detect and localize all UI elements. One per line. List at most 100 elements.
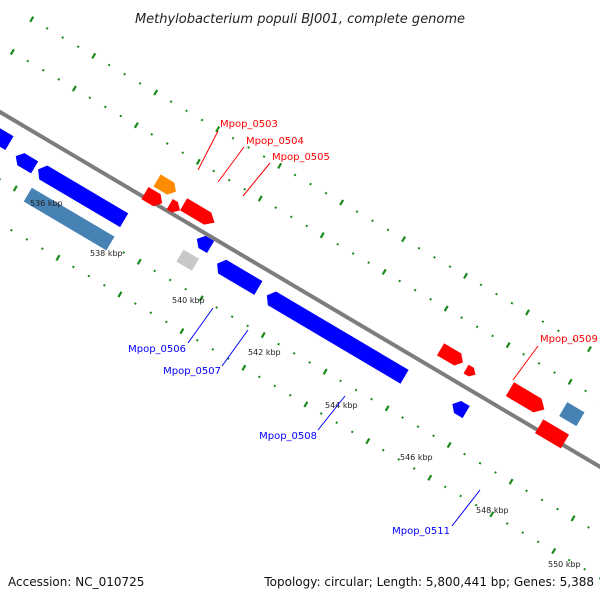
tick-label: 544 kbp bbox=[325, 401, 358, 410]
tick-dot bbox=[289, 215, 293, 219]
tick-dot bbox=[288, 393, 292, 397]
tick-dot bbox=[273, 384, 277, 388]
tick-dot bbox=[540, 498, 544, 502]
tick-dot bbox=[412, 467, 416, 470]
tick-dot bbox=[87, 274, 91, 278]
tick-dot bbox=[277, 162, 283, 169]
gene-arrow bbox=[15, 153, 39, 174]
tick-dot bbox=[598, 577, 600, 580]
tick-dot bbox=[417, 246, 421, 250]
gene-label-leader-line bbox=[512, 345, 539, 381]
gene-mpop-0504b bbox=[166, 199, 181, 213]
tick-dot bbox=[319, 232, 325, 239]
tick-dot bbox=[305, 224, 309, 228]
tick-dot bbox=[179, 327, 185, 335]
gene-mpop-0511 bbox=[452, 400, 470, 419]
gene-label-mpop-0505: Mpop_0505 bbox=[272, 152, 330, 163]
tick-dot bbox=[185, 109, 188, 113]
tick-dot bbox=[231, 136, 235, 140]
tick-dot bbox=[247, 146, 250, 149]
tick-dot bbox=[293, 173, 297, 177]
tick-dot bbox=[319, 412, 323, 415]
tick-label: 540 kbp bbox=[172, 296, 205, 305]
tick-dot bbox=[556, 507, 559, 511]
tick-dot bbox=[567, 558, 571, 562]
tick-dot bbox=[371, 219, 374, 223]
gene-arrow bbox=[196, 235, 215, 254]
tick-dot bbox=[211, 348, 215, 351]
tick-dot bbox=[274, 206, 278, 210]
tick-dot bbox=[102, 283, 106, 287]
tick-dot bbox=[494, 471, 497, 474]
tick-dot bbox=[433, 256, 436, 259]
tick-dot bbox=[150, 132, 154, 136]
tick-dot bbox=[478, 461, 482, 465]
tick-dot bbox=[367, 261, 371, 265]
tick-dot bbox=[25, 238, 29, 241]
tick-dot bbox=[370, 397, 373, 401]
tick-dot bbox=[168, 278, 172, 282]
gene-label-leader-line bbox=[221, 329, 249, 367]
gene-label-mpop-0507: Mpop_0507 bbox=[163, 366, 221, 377]
tick-dot bbox=[443, 305, 449, 312]
gene-label-mpop-0503: Mpop_0503 bbox=[220, 119, 278, 130]
gene-arrow bbox=[23, 187, 115, 251]
tick-dot bbox=[505, 522, 509, 525]
tick-dot bbox=[381, 268, 387, 275]
tick-dot bbox=[123, 72, 126, 76]
tick-dot bbox=[257, 375, 261, 379]
tick-dot bbox=[61, 36, 65, 39]
tick-dot-rings bbox=[0, 16, 600, 580]
tick-dot bbox=[432, 434, 435, 438]
tick-dot bbox=[76, 45, 80, 49]
tick-dot bbox=[339, 379, 342, 383]
tick-dot bbox=[133, 302, 137, 305]
tick-dot bbox=[200, 118, 204, 122]
tick-dot bbox=[355, 210, 359, 213]
tick-dot bbox=[587, 526, 590, 529]
tick-dot bbox=[41, 247, 44, 250]
tick-dot bbox=[491, 334, 494, 338]
tick-dot bbox=[71, 85, 77, 92]
tick-dot bbox=[553, 371, 556, 374]
gene-features bbox=[0, 89, 600, 501]
tick-dot bbox=[230, 315, 234, 319]
tick-dot bbox=[303, 401, 309, 408]
tick-dot bbox=[401, 236, 407, 243]
tick-dot bbox=[351, 252, 355, 255]
gene-arrow bbox=[0, 124, 14, 151]
tick-dot bbox=[474, 503, 478, 507]
tick-dot bbox=[339, 199, 345, 206]
tick-dot bbox=[479, 283, 483, 287]
tick-dot bbox=[354, 388, 358, 392]
tick-label: 542 kbp bbox=[248, 348, 281, 357]
gene-label-mpop-0506: Mpop_0506 bbox=[128, 344, 186, 355]
gene-arrow bbox=[38, 165, 129, 228]
gene-mpop-0507 bbox=[217, 259, 263, 295]
gene-label-mpop-0511: Mpop_0511 bbox=[392, 526, 450, 537]
tick-dot bbox=[416, 425, 420, 428]
tick-dot bbox=[243, 187, 247, 191]
gene-mpop-0509 bbox=[436, 343, 463, 366]
tick-dot bbox=[427, 474, 433, 481]
tick-dot bbox=[567, 378, 573, 385]
tick-dot bbox=[505, 342, 511, 349]
tick-dot bbox=[384, 405, 390, 412]
tick-dot bbox=[119, 114, 123, 118]
tick-dot bbox=[460, 316, 463, 319]
tick-dot bbox=[429, 297, 432, 301]
tick-dot bbox=[525, 489, 528, 493]
accession-text: Accession: NC_010725 bbox=[8, 575, 144, 589]
tick-dot bbox=[71, 265, 75, 269]
tick-dot bbox=[133, 122, 139, 129]
tick-dot bbox=[215, 126, 221, 133]
tick-dot bbox=[184, 287, 188, 291]
tick-dot bbox=[495, 292, 498, 296]
tick-dot bbox=[463, 272, 469, 279]
tick-dot bbox=[489, 511, 495, 518]
gene-mpop-0506 bbox=[176, 249, 200, 271]
tick-dot bbox=[29, 16, 35, 23]
tick-dot bbox=[401, 416, 404, 419]
gene-label-leader-line bbox=[187, 307, 214, 344]
